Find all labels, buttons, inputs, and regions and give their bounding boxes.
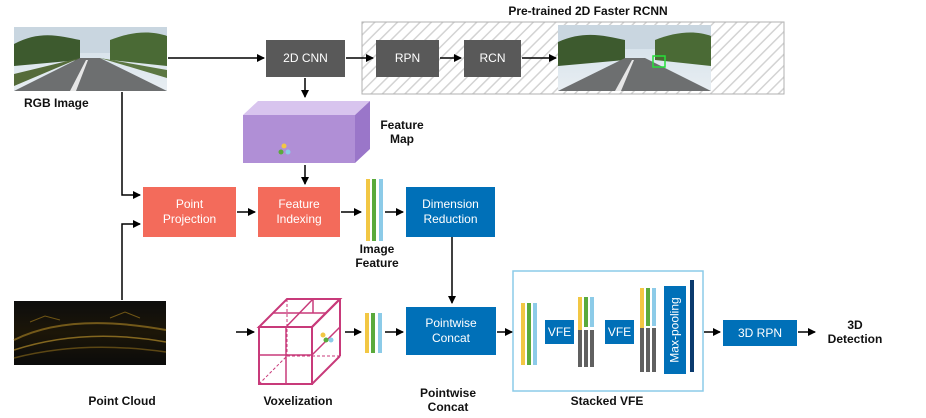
vfe1-block: VFE — [545, 320, 574, 344]
max-pooling-label: Max-pooling — [668, 297, 682, 363]
voxel-point-green — [323, 337, 329, 343]
image-feature-bars — [366, 179, 383, 241]
point-cloud-thumbnail — [13, 301, 167, 365]
rgb-image-thumbnail — [14, 27, 167, 91]
rcn-block: RCN — [464, 40, 521, 77]
point-projection-block: Point Projection — [143, 187, 236, 237]
feature-map-label: Feature Map — [380, 118, 424, 146]
max-pooling-block: Max-pooling — [664, 286, 686, 374]
voxel-grid-icon — [256, 298, 343, 385]
voxelization-label: Voxelization — [263, 394, 333, 408]
stacked-vfe-label: Stacked VFE — [570, 394, 644, 408]
pooled-feature-bar — [690, 280, 694, 372]
image-feature-label: Image Feature — [355, 242, 399, 270]
detection-box — [652, 55, 666, 68]
voxel-point-blue — [328, 337, 334, 343]
feature-map-prism — [243, 101, 370, 163]
pretrained-title: Pre-trained 2D Faster RCNN — [508, 4, 668, 18]
rpn-block: RPN — [376, 40, 439, 77]
voxel-feature-bars — [365, 313, 382, 353]
vfe1-output-bars — [578, 297, 594, 367]
rgb-image-label: RGB Image — [24, 96, 89, 110]
rpn3d-block: 3D RPN — [723, 320, 797, 346]
voxel-point-yellow — [320, 332, 326, 338]
flow-arrows — [121, 54, 816, 336]
dimension-reduction-block: Dimension Reduction — [406, 187, 495, 237]
cnn2d-block: 2D CNN — [266, 40, 345, 77]
pointwise-concat-caption: Pointwise Concat — [419, 386, 476, 414]
vfe2-output-bars — [640, 288, 656, 372]
feature-indexing-block: Feature Indexing — [258, 187, 340, 237]
detection-image-thumbnail — [558, 25, 711, 91]
3d-detection-label: 3D Detection — [827, 318, 883, 346]
vfe2-block: VFE — [605, 320, 634, 344]
pointwise-concat-block: Pointwise Concat — [406, 307, 496, 355]
vfe-input-bars — [521, 303, 537, 365]
point-cloud-label: Point Cloud — [88, 394, 156, 408]
